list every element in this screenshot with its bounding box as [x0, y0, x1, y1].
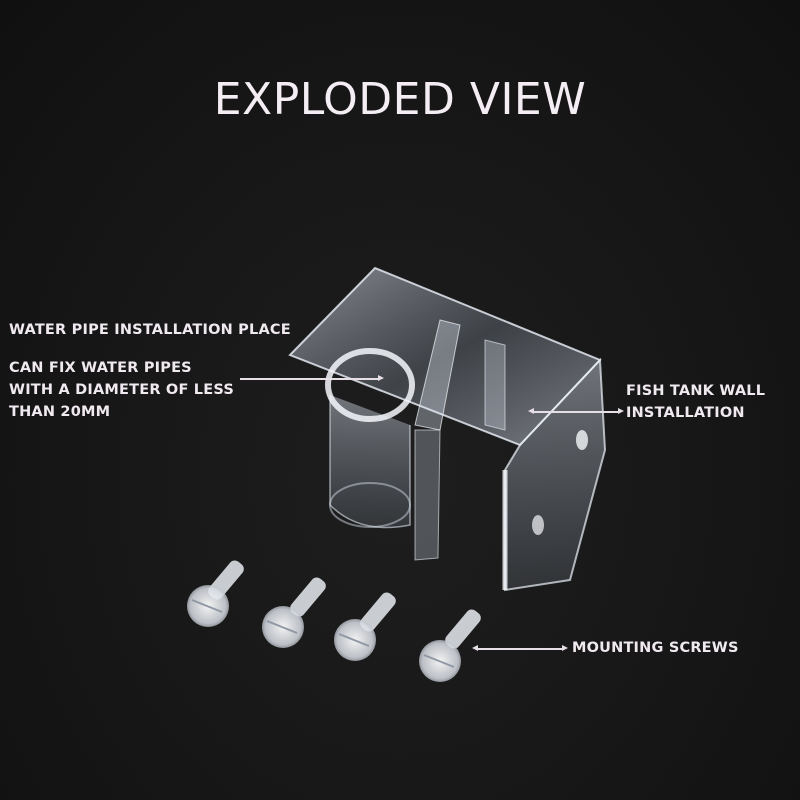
screw-2	[262, 577, 326, 648]
wall-arrow-icon	[528, 408, 624, 414]
callout-wall-line-2: INSTALLATION	[626, 405, 745, 421]
callout-pipe-line-3: THAN 20MM	[9, 404, 111, 420]
bracket	[288, 266, 607, 592]
callout-pipe-line-2: WITH A DIAMETER OF LESS	[9, 382, 234, 398]
callout-wall-line-1: FISH TANK WALL	[626, 383, 766, 399]
screw-1	[187, 560, 244, 627]
mounting-screws	[187, 560, 481, 682]
page-title: EXPLODED VIEW	[213, 74, 587, 125]
screws-arrow-icon	[472, 645, 568, 651]
callout-pipe-title: WATER PIPE INSTALLATION PLACE	[9, 322, 291, 338]
callout-wall: FISH TANK WALL INSTALLATION	[626, 380, 765, 424]
screw-3	[334, 592, 396, 661]
callout-pipe-description: CAN FIX WATER PIPES WITH A DIAMETER OF L…	[9, 357, 234, 423]
callout-screws: MOUNTING SCREWS	[572, 640, 739, 656]
callout-pipe-line-1: CAN FIX WATER PIPES	[9, 360, 192, 376]
pipe-arrow-icon	[240, 375, 384, 381]
screw-4	[419, 609, 481, 682]
